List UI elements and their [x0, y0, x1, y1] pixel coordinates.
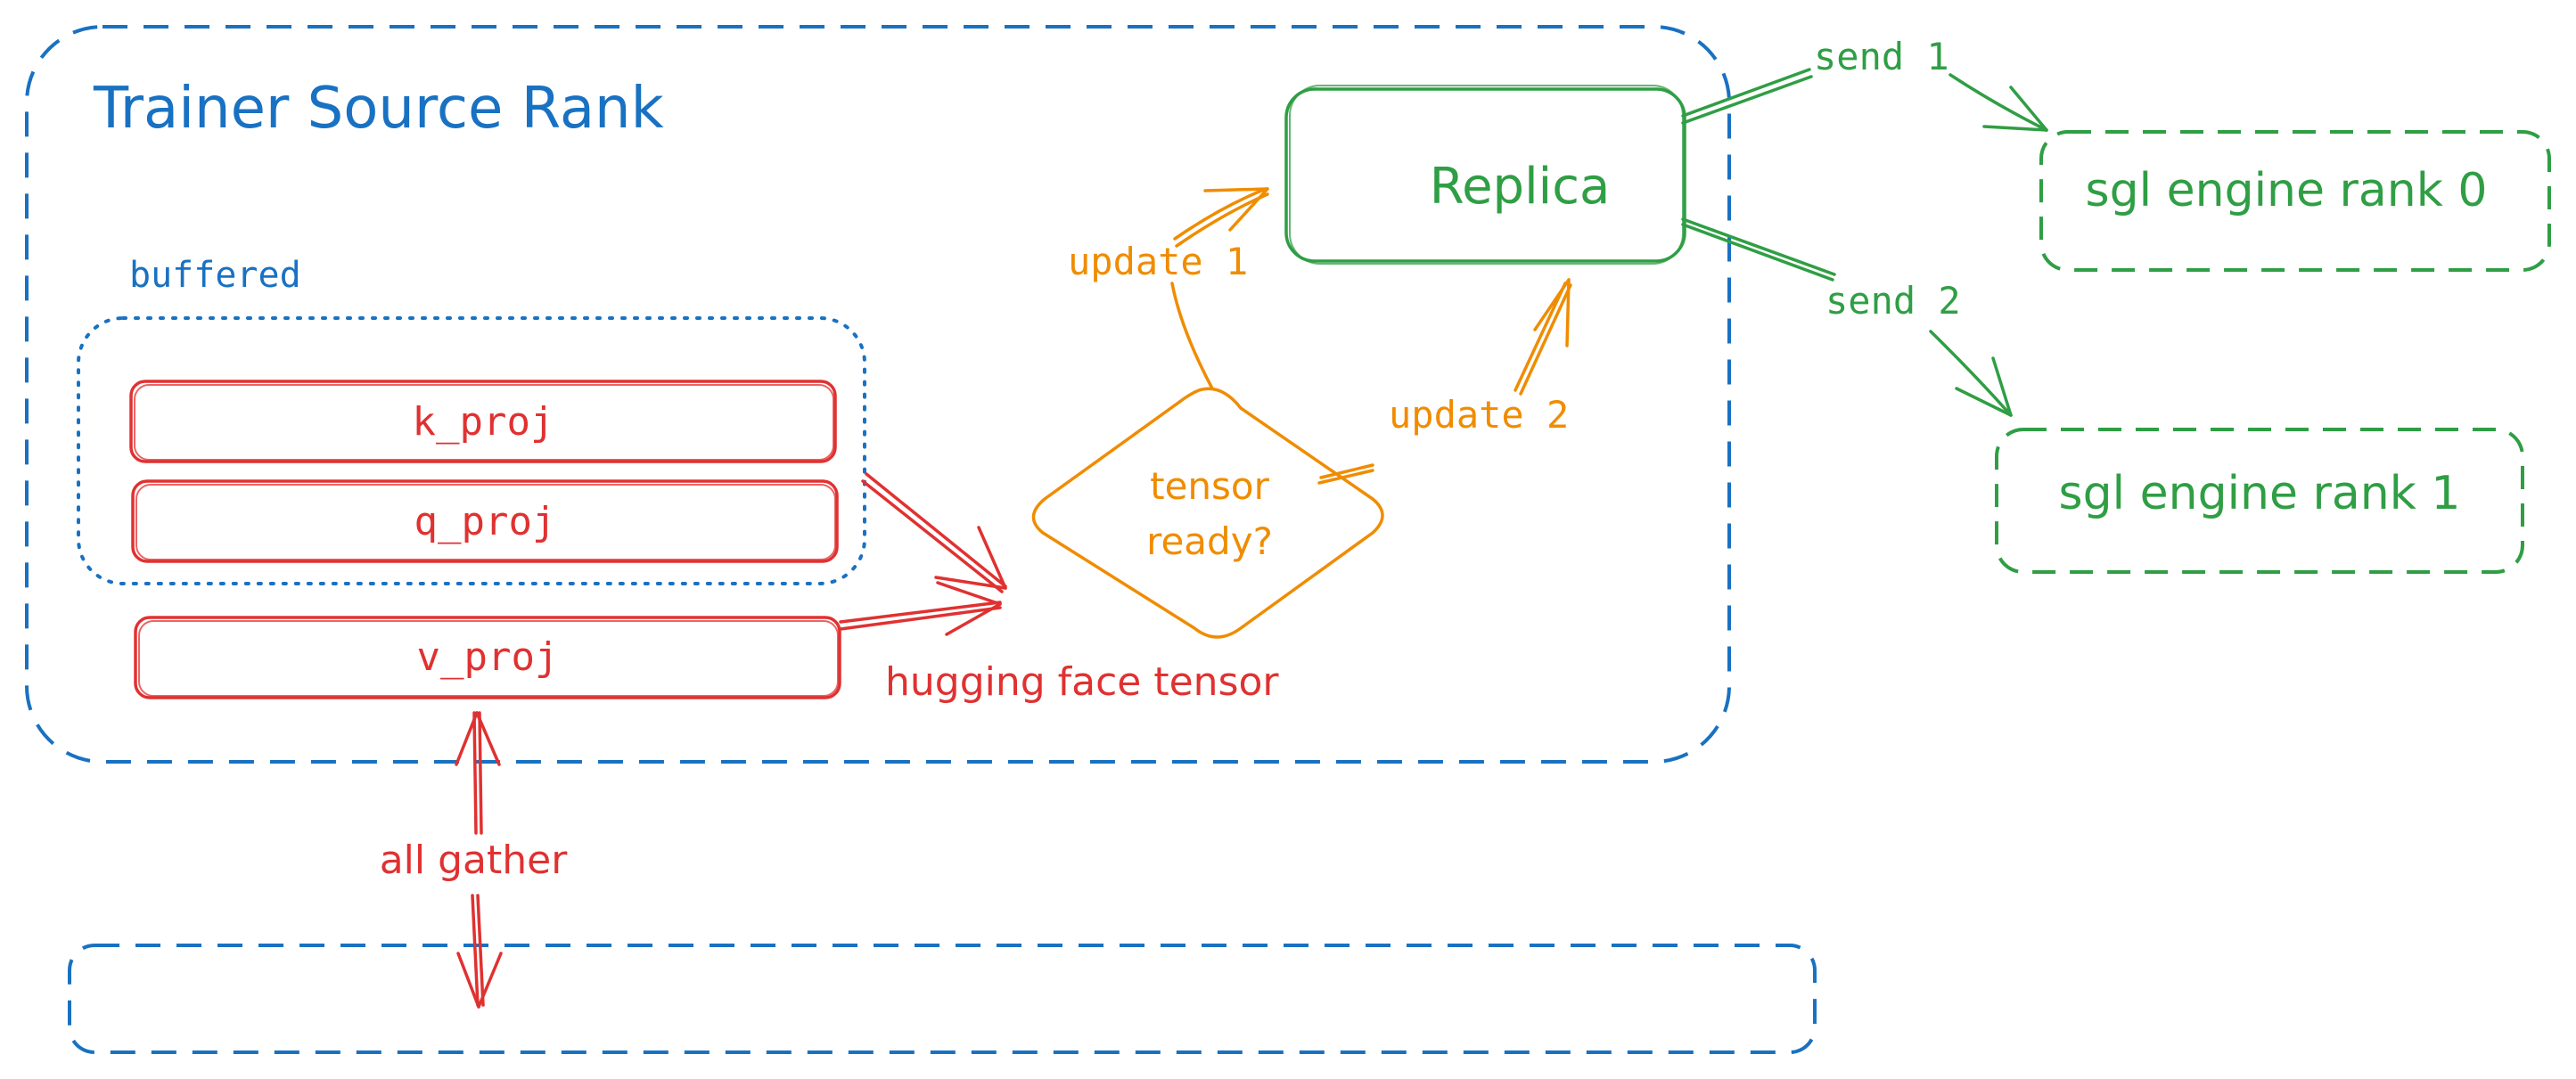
all-gather-arrow [455, 711, 503, 1009]
k-proj-box-sketch [134, 384, 834, 461]
send-2-label: send 2 [1825, 279, 1961, 323]
update-2-label: update 2 [1389, 393, 1569, 437]
buffered-label: buffered [129, 255, 301, 296]
engine-rank-0-box [2039, 130, 2551, 272]
engine-rank-0-node: sgl engine rank 0 [2039, 130, 2551, 272]
k-proj-label: k_proj [413, 399, 554, 445]
v-proj-box-sketch [138, 620, 839, 697]
tensor-ready-decision: tensor ready? [1031, 387, 1384, 639]
update-1-label: update 1 [1068, 240, 1248, 283]
replica-label: Replica [1430, 158, 1611, 216]
all-gather-label: all gather [380, 838, 569, 883]
send-1-arrow [1681, 68, 2048, 132]
replica-node: Replica [1284, 85, 1686, 265]
send-1-label: send 1 [1814, 35, 1949, 78]
q-proj-to-decision-arrow [861, 472, 1007, 593]
replica-box-sketch [1289, 85, 1684, 265]
decision-label-line2: ready? [1146, 519, 1273, 563]
buffered-group [77, 316, 866, 585]
v-proj-box [134, 616, 841, 699]
k-proj-node: k_proj [129, 380, 837, 463]
send-2-arrow [1681, 217, 2013, 417]
k-proj-box [129, 380, 837, 463]
engine-rank-0-label: sgl engine rank 0 [2086, 164, 2488, 217]
trainer-source-rank-title: Trainer Source Rank [93, 76, 664, 142]
v-proj-to-decision-arrow [839, 581, 1002, 636]
hugging-face-tensor-label: hugging face tensor [885, 659, 1279, 705]
engine-rank-1-label: sgl engine rank 1 [2059, 467, 2461, 520]
update-2-arrow [1317, 278, 1572, 485]
q-proj-box-sketch [135, 484, 836, 560]
decision-diamond [1031, 387, 1384, 639]
engine-rank-1-node: sgl engine rank 1 [1995, 428, 2524, 574]
engine-rank-1-box [1995, 428, 2524, 574]
decision-label-line1: tensor [1150, 464, 1270, 508]
q-proj-box [131, 479, 839, 563]
q-proj-node: q_proj [131, 479, 839, 563]
update-1-arrow [1170, 187, 1269, 390]
peer-rank-boundary [68, 944, 1817, 1054]
v-proj-label: v_proj [417, 634, 559, 680]
v-proj-node: v_proj [134, 616, 841, 699]
replica-box [1284, 87, 1686, 263]
q-proj-label: q_proj [414, 499, 556, 544]
